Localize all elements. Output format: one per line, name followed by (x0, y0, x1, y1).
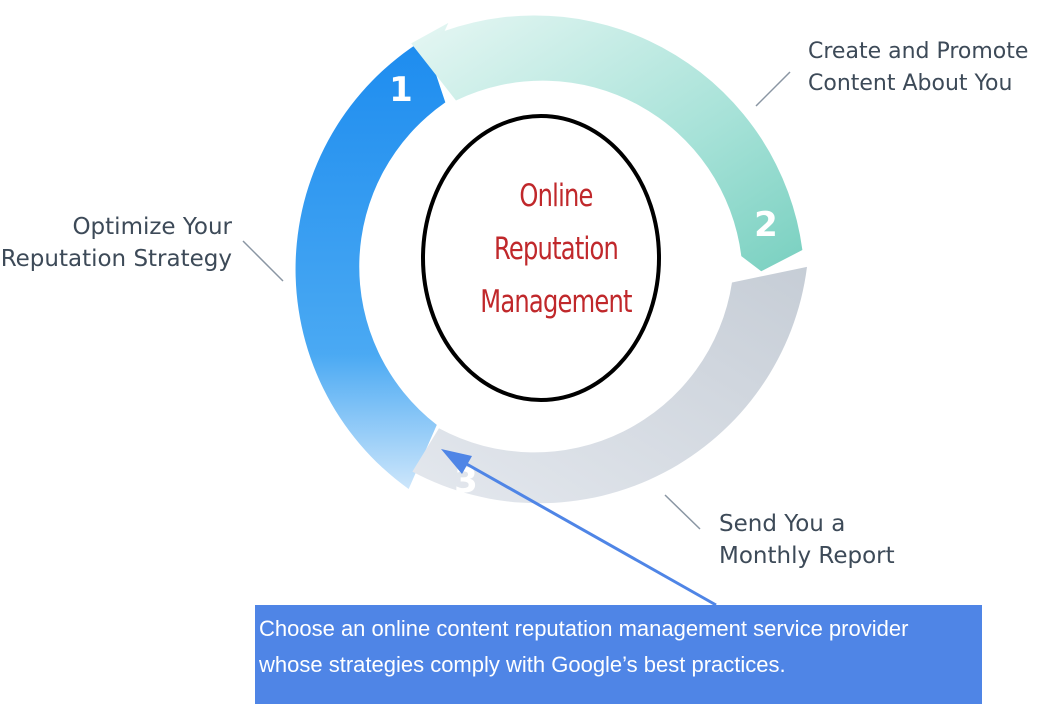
step-3-label-line-2: Monthly Report (719, 543, 895, 569)
step-3-label-line-1: Send You a (719, 511, 846, 537)
callout-text: Choose an online content reputation mana… (259, 616, 909, 677)
step-1-label-line-1: Optimize Your (72, 214, 232, 240)
center-title-line-1: Online (519, 178, 593, 214)
step-1-arc-segment (295, 39, 446, 490)
callout-arrowhead (441, 449, 472, 474)
step-3-label: Send You a Monthly Report (719, 508, 895, 572)
step-2-label-line-1: Create and Promote (808, 39, 1029, 64)
center-ellipse (421, 114, 661, 402)
center-title: Online Reputation Management (462, 170, 649, 329)
step-2-leader-line (755, 71, 791, 107)
step-2-number: 2 (754, 205, 778, 245)
step-1-number: 1 (389, 70, 413, 110)
callout-box: Choose an online content reputation mana… (255, 605, 982, 704)
step-3-leader-line (664, 494, 701, 530)
step-2-label-line-2: Content About You (808, 71, 1013, 96)
step-3-arc-segment (412, 266, 807, 504)
step-1-leader-line (242, 240, 284, 282)
callout-arrow (455, 456, 717, 607)
step-2-label: Create and Promote Content About You (808, 36, 1028, 100)
center-title-line-2: Reputation (493, 231, 619, 267)
step-1-label: Optimize Your Reputation Strategy (0, 211, 232, 275)
center-title-line-3: Management (480, 284, 632, 320)
step-1-label-line-2: Reputation Strategy (0, 246, 232, 272)
step-2-arc-segment (411, 15, 803, 272)
